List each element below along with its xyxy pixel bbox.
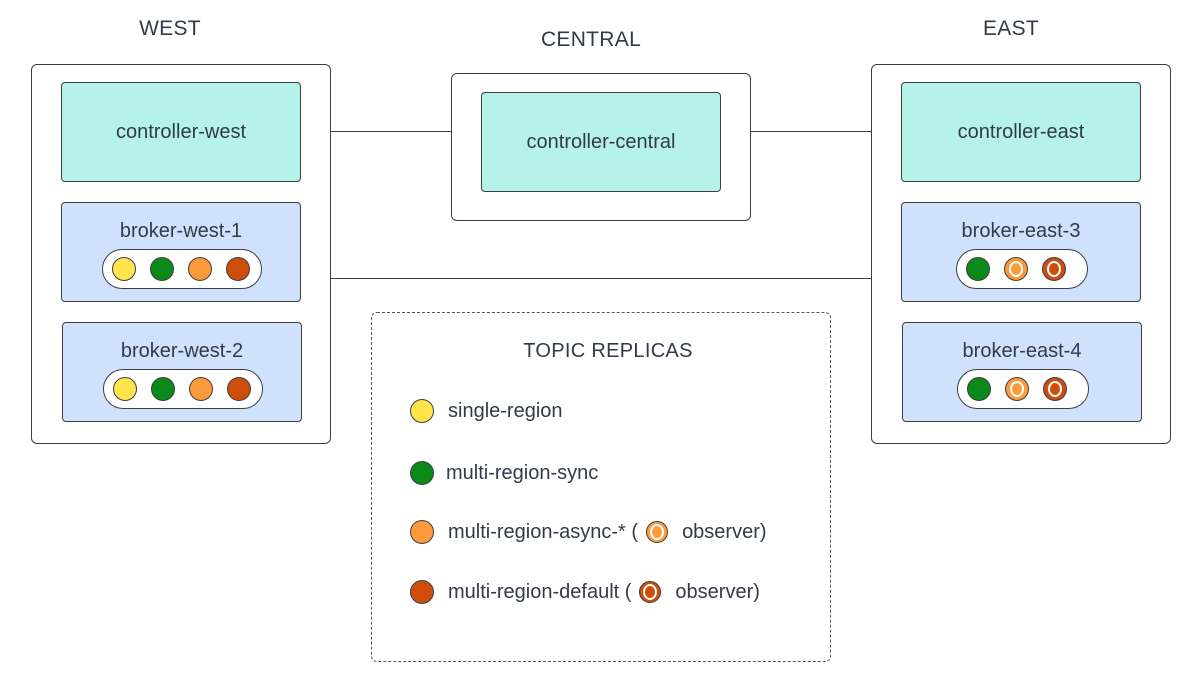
connector-west-central (331, 131, 451, 132)
region-label-east: EAST (982, 17, 1040, 40)
legend-item-multi-region-sync: multi-region-sync (410, 461, 598, 485)
legend-single-region-label: single-region (448, 399, 563, 422)
replica-multi-region-async-observer (1005, 377, 1029, 401)
replica-group (956, 249, 1088, 289)
controller-west-label: controller-west (115, 120, 247, 143)
replica-single-region (112, 257, 136, 281)
replica-multi-region-default (227, 377, 251, 401)
connector-central-east (751, 131, 871, 132)
broker-west-2-label: broker-west-2 (120, 340, 244, 362)
legend-multi-region-default-label: multi-region-default ( (448, 580, 632, 603)
legend-item-single-region: single-region (410, 399, 563, 423)
replica-single-region (113, 377, 137, 401)
legend-multi-region-async-suffix: observer) (682, 520, 767, 543)
replica-multi-region-default-observer (1042, 257, 1066, 281)
legend-title: TOPIC REPLICAS (523, 340, 693, 362)
legend-multi-region-default-icon (410, 580, 434, 604)
legend-item-multi-region-default: multi-region-default ( observer) (410, 580, 760, 604)
replica-group (102, 249, 262, 289)
replica-multi-region-sync (967, 377, 991, 401)
replica-multi-region-async (188, 257, 212, 281)
broker-east-4: broker-east-4 (902, 322, 1142, 422)
observer-async-icon (646, 521, 669, 543)
legend-box (371, 312, 831, 662)
replica-multi-region-async-observer (1004, 257, 1028, 281)
legend-single-region-icon (410, 399, 434, 423)
broker-west-2: broker-west-2 (62, 322, 302, 422)
legend-multi-region-sync-label: multi-region-sync (446, 461, 599, 484)
region-label-west: WEST (139, 17, 201, 40)
connector-west-east (331, 278, 871, 279)
replica-multi-region-async (189, 377, 213, 401)
replica-group (957, 369, 1089, 409)
broker-west-1: broker-west-1 (61, 202, 301, 302)
broker-west-1-label: broker-west-1 (119, 220, 243, 242)
legend-multi-region-async-icon (410, 520, 434, 544)
replica-multi-region-default-observer (1043, 377, 1067, 401)
controller-east-label: controller-east (957, 120, 1085, 143)
region-label-central: CENTRAL (540, 28, 642, 51)
controller-central-label: controller-central (526, 130, 676, 153)
legend-multi-region-sync-icon (410, 461, 434, 485)
broker-east-4-label: broker-east-4 (962, 340, 1082, 362)
controller-central: controller-central (481, 92, 721, 192)
observer-default-icon (639, 581, 662, 603)
legend-item-multi-region-async: multi-region-async-* ( observer) (410, 520, 767, 544)
legend-multi-region-default-suffix: observer) (675, 580, 760, 603)
replica-multi-region-default (226, 257, 250, 281)
controller-west: controller-west (61, 82, 301, 182)
broker-east-3-label: broker-east-3 (961, 220, 1081, 242)
replica-multi-region-sync (150, 257, 174, 281)
broker-east-3: broker-east-3 (901, 202, 1141, 302)
replica-multi-region-sync (151, 377, 175, 401)
replica-group (103, 369, 263, 409)
controller-east: controller-east (901, 82, 1141, 182)
legend-multi-region-async-label: multi-region-async-* ( (448, 520, 639, 543)
replica-multi-region-sync (966, 257, 990, 281)
